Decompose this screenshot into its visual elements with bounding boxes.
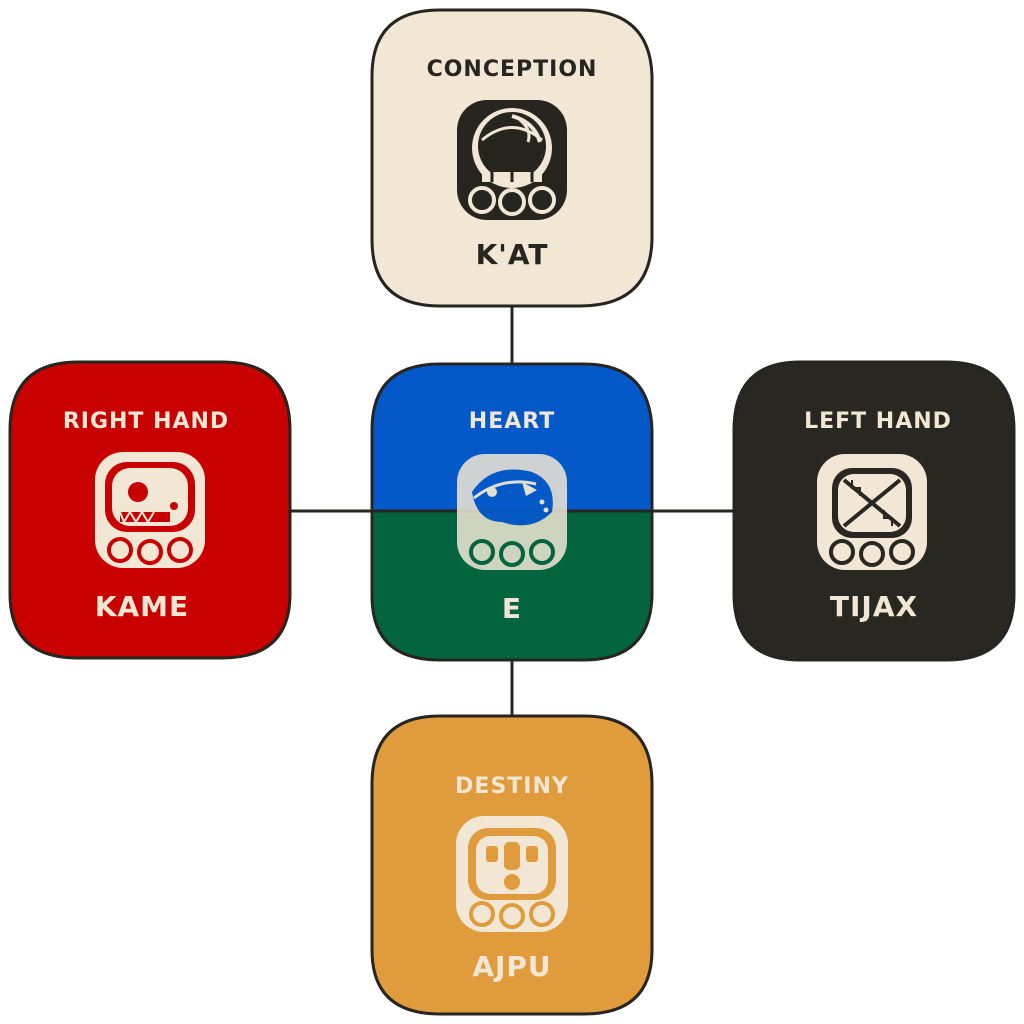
card-heart[interactable]: HEART E <box>370 362 654 662</box>
card-right-hand-name: KAME <box>95 590 189 623</box>
card-heart-outline <box>370 362 654 662</box>
card-destiny-name: AJPU <box>472 950 551 983</box>
card-left-hand-title: LEFT HAND <box>804 409 952 434</box>
card-conception-name: K'AT <box>476 238 549 271</box>
skull-glyph-icon <box>95 452 205 568</box>
card-destiny-title: DESTINY <box>455 774 569 799</box>
net-glyph-icon <box>457 100 567 220</box>
card-left-hand-name: TIJAX <box>830 590 918 623</box>
face-glyph-icon <box>456 816 568 932</box>
card-conception-title: CONCEPTION <box>427 57 598 82</box>
flint-glyph-icon <box>817 454 927 570</box>
card-destiny[interactable]: DESTINY AJPU <box>370 714 654 1016</box>
connectors <box>290 306 734 716</box>
card-conception[interactable]: CONCEPTION K'AT <box>370 8 654 308</box>
serpent-glyph-icon <box>457 454 567 570</box>
card-left-hand[interactable]: LEFT HAND TIJAX <box>732 360 1016 662</box>
card-heart-name: E <box>502 592 522 625</box>
card-heart-title: HEART <box>469 409 555 434</box>
card-right-hand-title: RIGHT HAND <box>63 409 229 434</box>
card-right-hand[interactable]: RIGHT HAND KAME <box>8 360 292 660</box>
